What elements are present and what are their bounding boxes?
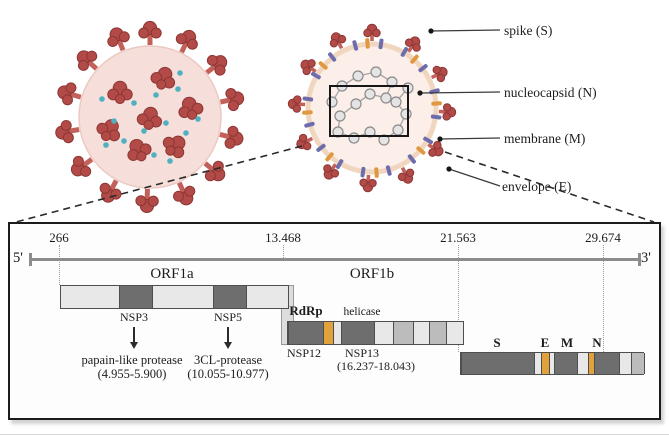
orf1b-label: ORF1b <box>349 266 395 282</box>
orf1b-accent-segment <box>323 322 334 344</box>
axis-left-cap <box>29 253 32 266</box>
3cl-arrow-line <box>227 327 229 342</box>
nucleocapsid-label: nucleocapsid (N) <box>504 85 597 100</box>
gene-e-label: E <box>540 335 550 350</box>
orf1b-mid-segment-2 <box>429 322 447 344</box>
orf1b-bar <box>287 321 464 345</box>
e-gene-segment <box>541 353 550 374</box>
zoom-region-rectangle <box>329 85 409 137</box>
orf1a-bar <box>60 285 289 309</box>
3cl-protease-label: 3CL-protease <box>193 353 263 367</box>
nsp12-label: NSP12 <box>286 346 322 360</box>
papain-protease-label: papain-like protease <box>81 353 183 367</box>
nsp3-label: NSP3 <box>119 310 149 324</box>
s-gene-segment <box>461 353 535 374</box>
nsp13-range: (16.237-18.043) <box>337 359 415 373</box>
helicase-label: helicase <box>343 306 381 318</box>
membrane-label: membrane (M) <box>504 131 586 146</box>
surface-dots <box>99 70 201 164</box>
structural-mid-segment <box>631 353 645 374</box>
structural-genes-bar <box>460 352 645 375</box>
spike-label: spike (S) <box>504 23 553 38</box>
nsp13-segment <box>341 322 375 344</box>
label-leader-lines <box>419 29 501 187</box>
leader-dots <box>417 28 452 172</box>
three-prime-label: 3' <box>641 250 651 266</box>
orf1a-label: ORF1a <box>150 266 194 282</box>
nsp3-segment <box>119 286 153 308</box>
five-prime-label: 5' <box>13 250 23 266</box>
orf1b-mid-segment-1 <box>393 322 414 344</box>
axis-right-cap <box>638 253 641 266</box>
position-266: 266 <box>49 230 69 245</box>
nsp5-label: NSP5 <box>213 310 243 324</box>
virus-illustration <box>15 20 655 223</box>
papain-protease-range: (4.955-5.900) <box>97 367 167 381</box>
genome-map-panel: 266 13.468 21.563 29.674 5' 3' ORF1a ORF… <box>8 222 661 420</box>
guide-line-266 <box>59 245 60 285</box>
guide-line-29674 <box>603 245 604 352</box>
position-29674: 29.674 <box>585 230 621 245</box>
nsp5-segment <box>213 286 247 308</box>
genome-axis <box>30 258 640 261</box>
guide-line-13468 <box>283 245 284 258</box>
gene-m-label: M <box>560 335 574 350</box>
zoom-guides <box>15 145 655 223</box>
position-13468: 13.468 <box>265 230 301 245</box>
gene-n-label: N <box>592 335 602 350</box>
rdrp-label: RdRp <box>289 303 323 318</box>
n-gene-segment <box>594 353 620 374</box>
nsp12-segment <box>288 322 325 344</box>
papain-arrow-line <box>133 327 135 342</box>
guide-line-21563 <box>458 245 459 352</box>
envelope-label: envelope (E) <box>502 179 572 194</box>
virion-exterior <box>53 20 247 214</box>
papain-arrow-head <box>130 342 138 349</box>
virion-cross-section <box>287 23 457 193</box>
3cl-protease-range: (10.055-10.977) <box>187 367 269 381</box>
nsp13-label: NSP13 <box>344 346 380 360</box>
3cl-arrow-head <box>224 342 232 349</box>
virion-membrane-ring <box>305 41 439 175</box>
gene-s-label: S <box>493 335 501 350</box>
m-gene-segment <box>554 353 578 374</box>
position-21563: 21.563 <box>440 230 476 245</box>
